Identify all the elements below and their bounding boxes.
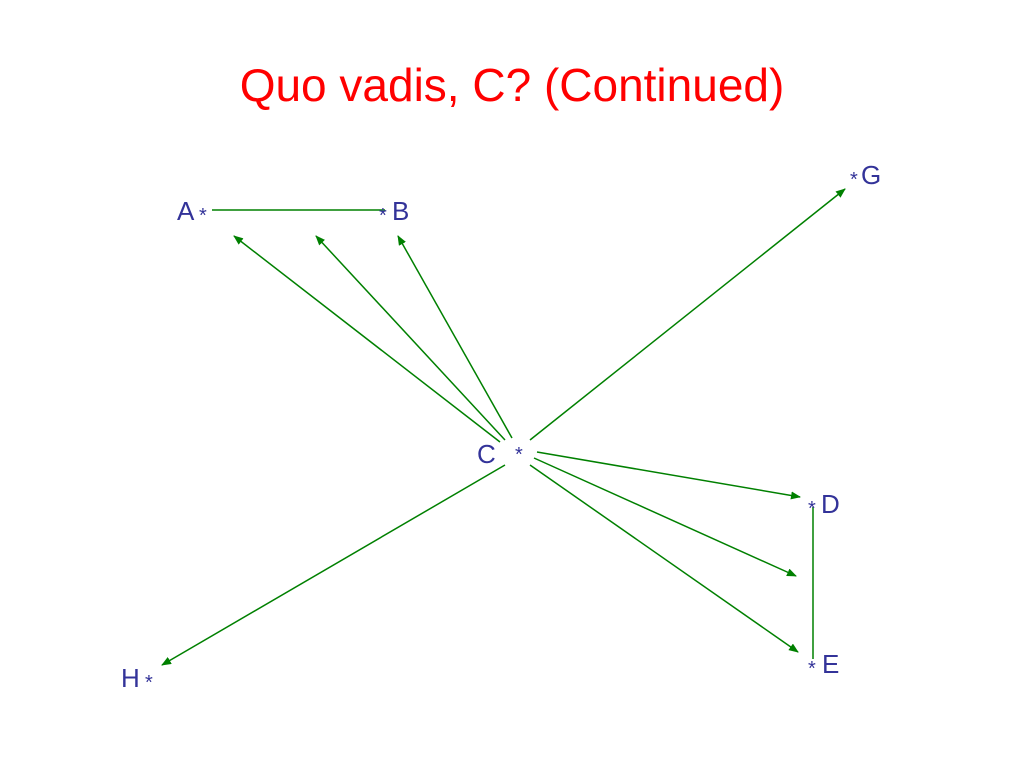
edge-c-to-ab-mid [315, 235, 506, 441]
node-e-marker: * [808, 658, 816, 680]
node-b-marker: * [379, 205, 387, 227]
edge-c-to-de-mid [533, 457, 797, 577]
edge-c-to-d [536, 451, 801, 500]
node-a-marker: * [199, 205, 207, 227]
node-e-label: E [822, 649, 839, 679]
connector-lines [212, 209, 814, 659]
edge-c-to-e [529, 464, 799, 653]
node-a: A * [177, 196, 207, 227]
node-g: * G [850, 160, 881, 191]
arrow-lines [161, 188, 846, 666]
edge-c-to-a [233, 235, 501, 443]
node-d: * D [808, 489, 840, 520]
node-c-marker: * [515, 444, 523, 466]
edge-c-to-h [161, 464, 506, 666]
slide-title: Quo vadis, C? (Continued) [239, 59, 785, 111]
node-d-marker: * [808, 498, 816, 520]
node-h-marker: * [145, 672, 153, 694]
edge-c-to-g [529, 188, 846, 441]
node-e: * E [808, 649, 839, 680]
node-d-label: D [821, 489, 840, 519]
node-h-label: H [121, 663, 140, 693]
edge-c-to-b [397, 235, 513, 439]
node-c: C * [477, 439, 523, 469]
node-h: H * [121, 663, 153, 694]
node-g-label: G [861, 160, 881, 190]
node-b: * B [379, 196, 409, 227]
node-c-label: C [477, 439, 496, 469]
node-b-label: B [392, 196, 409, 226]
node-g-marker: * [850, 169, 858, 191]
node-a-label: A [177, 196, 195, 226]
